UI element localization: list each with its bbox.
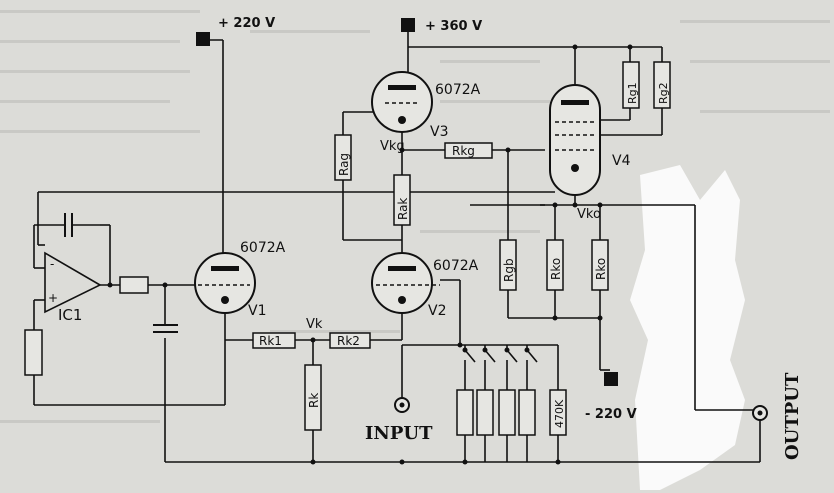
resistor-rkg-label: Rkg xyxy=(452,144,475,158)
resistor-rk1-label: Rk1 xyxy=(259,334,282,348)
junction-dots xyxy=(107,44,633,465)
resistor-rko2-label: Rko xyxy=(594,258,608,280)
tube-v1-name: V1 xyxy=(248,303,266,319)
resistor-bodies xyxy=(24,61,671,436)
capacitors xyxy=(64,213,178,333)
tube-v2-type: 6072A xyxy=(433,258,479,274)
input-jack xyxy=(394,397,410,413)
whiteout-area xyxy=(630,165,745,490)
node-vk-label: Vk xyxy=(306,317,323,332)
tube-v2-name: V2 xyxy=(428,303,446,319)
tube-v3-name: V3 xyxy=(430,124,448,140)
resistor-rag-label: Rag xyxy=(337,153,351,176)
output-jack xyxy=(752,405,768,421)
supply-terminals xyxy=(196,18,618,386)
node-vko-label: Vko xyxy=(577,207,601,222)
supply-label-360: + 360 V xyxy=(425,19,482,34)
supply-label-neg220: - 220 V xyxy=(585,407,637,422)
switch-contacts xyxy=(462,347,530,353)
svg-text:-: - xyxy=(50,257,54,271)
resistor-rgb-label: Rgb xyxy=(502,258,516,282)
resistor-rk-label: Rk xyxy=(307,393,321,408)
input-label: INPUT xyxy=(365,423,433,444)
resistor-rg1-label: Rg1 xyxy=(626,82,639,104)
node-vkg-label: Vkg xyxy=(380,139,405,154)
tube-v1 xyxy=(194,252,256,314)
resistor-rk2-label: Rk2 xyxy=(337,334,360,348)
tube-v3-type: 6072A xyxy=(435,82,481,98)
tube-v4 xyxy=(549,84,601,196)
opamp-ic1: - + xyxy=(44,251,102,314)
tube-v3 xyxy=(371,71,433,133)
resistor-rko1-label: Rko xyxy=(549,258,563,280)
output-label: OUTPUT xyxy=(782,372,803,460)
svg-text:+: + xyxy=(48,291,58,305)
resistor-rak-label: Rak xyxy=(396,198,410,220)
tube-v1-type: 6072A xyxy=(240,240,286,256)
resistor-470k-label: 470K xyxy=(553,399,566,428)
tube-v2 xyxy=(371,252,440,314)
resistor-rg2-label: Rg2 xyxy=(657,82,670,104)
tube-v4-name: V4 xyxy=(612,153,631,169)
supply-label-220: + 220 V xyxy=(218,16,275,31)
opamp-label: IC1 xyxy=(58,306,82,324)
background-text-texture xyxy=(0,10,830,423)
